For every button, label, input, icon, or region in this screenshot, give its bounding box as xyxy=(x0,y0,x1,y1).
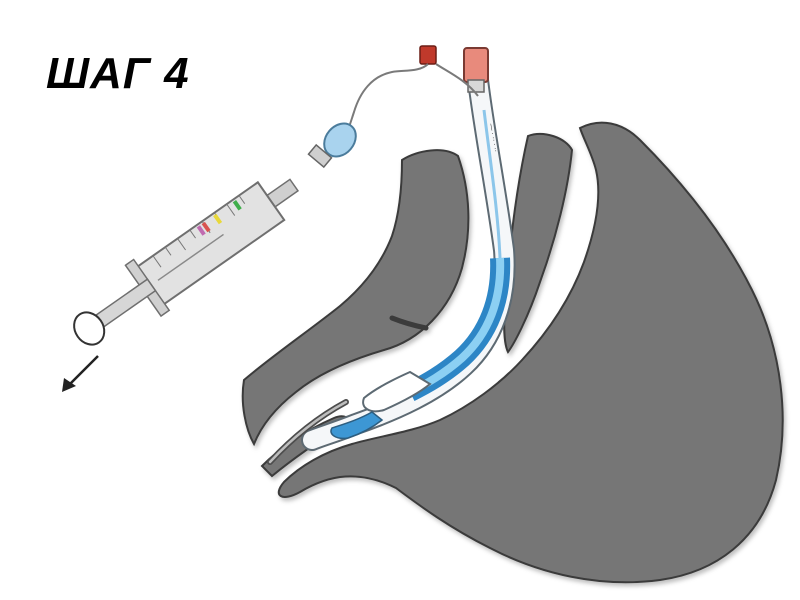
vallecula-mark xyxy=(389,315,429,331)
tongue xyxy=(241,149,470,447)
endotracheal-tube: — · ·· · ·· xyxy=(267,45,516,465)
pilot-valve xyxy=(419,45,437,65)
tube-tip xyxy=(330,411,384,440)
pharynx-wall xyxy=(277,121,784,584)
anatomy xyxy=(241,121,784,584)
tube-connector xyxy=(463,47,489,83)
syringe xyxy=(73,178,300,346)
arrow-down-left-icon xyxy=(62,355,99,392)
tube-markings: — · ·· · ·· xyxy=(487,123,499,153)
tube-cuff xyxy=(362,370,432,413)
pilot-line-assembly xyxy=(307,63,479,169)
syringe-thumb-ring xyxy=(73,311,106,346)
pilot-line xyxy=(343,63,429,137)
step-title: ШАГ 4 xyxy=(46,49,190,98)
pilot-balloon xyxy=(323,122,357,158)
